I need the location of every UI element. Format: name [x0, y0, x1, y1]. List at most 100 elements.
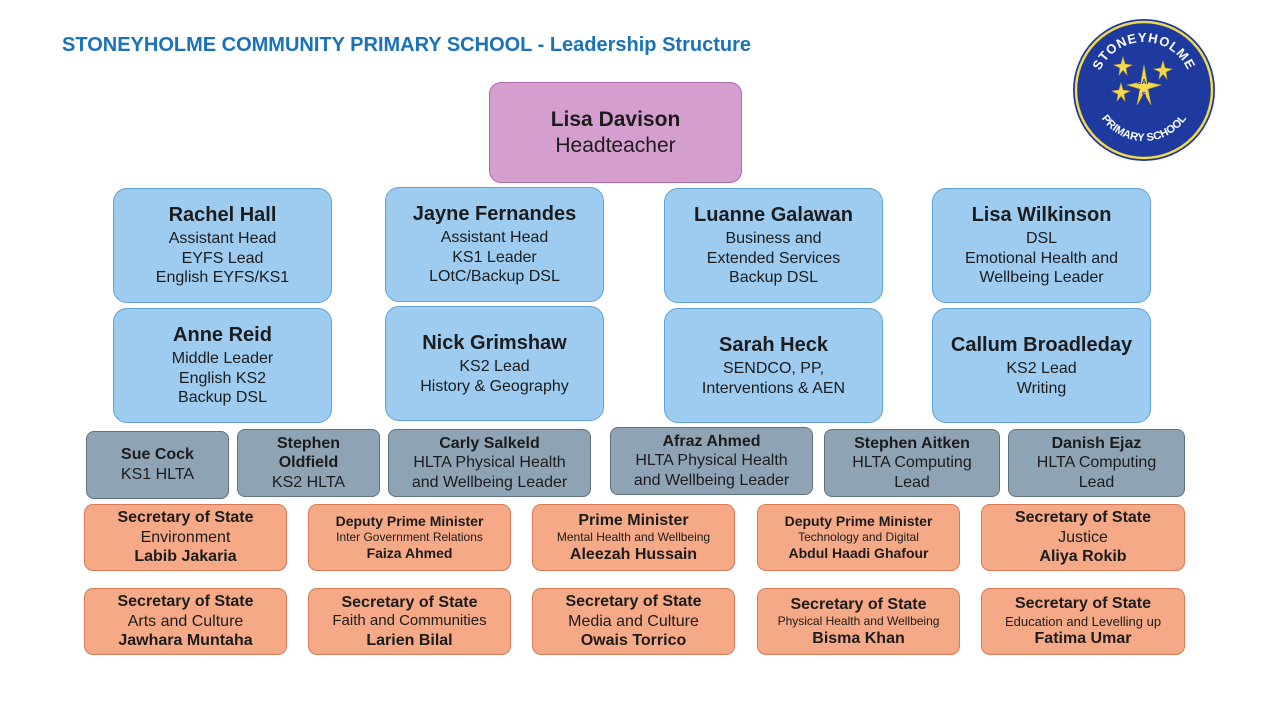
leader-role-line: History & Geography: [420, 377, 569, 395]
leader-role-line: English EYFS/KS1: [155, 269, 290, 287]
leader-role-line: Business and: [725, 230, 822, 248]
cabinet-title: Prime Minister: [578, 511, 689, 529]
leader-name: Rachel Hall: [168, 204, 277, 227]
headteacher-name: Lisa Davison: [550, 107, 681, 131]
leader-name: Lisa Wilkinson: [971, 204, 1112, 227]
leader-role-line: English KS2: [178, 369, 267, 387]
hlta-role: KS2 HLTA: [271, 473, 346, 491]
cabinet-dept: Physical Health and Wellbeing: [777, 614, 940, 629]
cabinet-card: Secretary of State Environment Labib Jak…: [84, 504, 287, 571]
cabinet-card: Secretary of State Arts and Culture Jawh…: [84, 588, 287, 655]
cabinet-person: Jawhara Muntaha: [118, 632, 253, 650]
hlta-role: and Wellbeing Leader: [411, 473, 568, 491]
cabinet-person: Larien Bilal: [366, 631, 453, 649]
school-logo: STONEYHOLME PRIMARY SCHOOL SAP S: [1073, 19, 1215, 161]
hlta-card: Sue Cock KS1 HLTA: [86, 431, 229, 499]
headteacher-card: Lisa Davison Headteacher: [489, 82, 742, 183]
cabinet-title: Deputy Prime Minister: [335, 513, 484, 530]
cabinet-person: Faiza Ahmed: [366, 544, 453, 561]
cabinet-title: Secretary of State: [117, 509, 254, 527]
cabinet-person: Aliya Rokib: [1039, 548, 1127, 566]
leader-role-line: Writing: [1016, 379, 1067, 397]
hlta-role: HLTA Computing: [1036, 454, 1157, 472]
hlta-name: Danish Ejaz: [1051, 434, 1142, 452]
cabinet-dept: Environment: [140, 528, 231, 546]
hlta-name: Sue Cock: [121, 446, 194, 464]
hlta-role: Lead: [894, 473, 930, 491]
cabinet-person: Abdul Haadi Ghafour: [788, 544, 929, 561]
hlta-role: Lead: [1078, 473, 1115, 491]
cabinet-title: Secretary of State: [117, 593, 254, 611]
leader-card: Jayne Fernandes Assistant Head KS1 Leade…: [385, 187, 604, 302]
leader-role-line: Extended Services: [706, 249, 841, 267]
star-icon: [1111, 81, 1131, 103]
cabinet-card: Secretary of State Media and Culture Owa…: [532, 588, 735, 655]
hlta-name: Carly Salkeld: [439, 434, 540, 452]
cabinet-person: Fatima Umar: [1034, 630, 1132, 648]
hlta-name: Oldfield: [278, 454, 339, 472]
star-icon: [1125, 64, 1163, 106]
cabinet-title: Secretary of State: [341, 593, 478, 611]
cabinet-card: Deputy Prime Minister Technology and Dig…: [757, 504, 960, 571]
cabinet-card: Prime Minister Mental Health and Wellbei…: [532, 504, 735, 571]
cabinet-title: Secretary of State: [1014, 595, 1152, 613]
cabinet-card: Secretary of State Justice Aliya Rokib: [981, 504, 1185, 571]
leader-card: Nick Grimshaw KS2 Lead History & Geograp…: [385, 306, 604, 421]
cabinet-dept: Mental Health and Wellbeing: [556, 530, 711, 545]
cabinet-person: Labib Jakaria: [134, 548, 237, 566]
hlta-role: HLTA Physical Health: [413, 454, 566, 472]
leader-card: Rachel Hall Assistant Head EYFS Lead Eng…: [113, 188, 332, 303]
leader-role-line: SENDCO, PP,: [722, 360, 825, 378]
cabinet-dept: Arts and Culture: [127, 612, 244, 630]
cabinet-title: Secretary of State: [1014, 509, 1152, 527]
page-title: STONEYHOLME COMMUNITY PRIMARY SCHOOL - L…: [62, 34, 751, 56]
logo-initials-2: S: [1142, 92, 1147, 99]
cabinet-dept: Faith and Communities: [332, 612, 487, 630]
leader-role-line: Assistant Head: [168, 230, 277, 248]
leader-role-line: KS2 Lead: [459, 358, 530, 376]
leader-role-line: Assistant Head: [440, 229, 549, 247]
cabinet-dept: Education and Levelling up: [1004, 613, 1162, 629]
leader-role-line: Middle Leader: [171, 350, 274, 368]
leader-card: Sarah Heck SENDCO, PP, Interventions & A…: [664, 308, 883, 423]
leader-card: Anne Reid Middle Leader English KS2 Back…: [113, 308, 332, 423]
hlta-card: Danish Ejaz HLTA Computing Lead: [1008, 429, 1185, 497]
cabinet-person: Aleezah Hussain: [569, 545, 698, 563]
cabinet-dept: Inter Government Relations: [336, 530, 483, 545]
leader-role-line: KS1 Leader: [452, 248, 537, 266]
cabinet-title: Secretary of State: [790, 595, 927, 613]
hlta-name: Afraz Ahmed: [662, 432, 761, 450]
hlta-card: Carly Salkeld HLTA Physical Health and W…: [388, 429, 591, 497]
leader-name: Luanne Galawan: [694, 204, 853, 227]
hlta-name: Stephen Aitken: [854, 434, 970, 452]
hlta-name: Stephen: [276, 434, 341, 452]
logo-initials-1: SAP: [1137, 79, 1152, 86]
cabinet-card: Deputy Prime Minister Inter Government R…: [308, 504, 511, 571]
leader-name: Nick Grimshaw: [422, 331, 567, 354]
cabinet-card: Secretary of State Faith and Communities…: [308, 588, 511, 655]
cabinet-title: Deputy Prime Minister: [784, 513, 933, 530]
cabinet-card: Secretary of State Education and Levelli…: [981, 588, 1185, 655]
leader-role-line: LOtC/Backup DSL: [429, 268, 560, 286]
leader-name: Sarah Heck: [719, 333, 828, 356]
cabinet-title: Secretary of State: [565, 593, 702, 611]
leader-role-line: EYFS Lead: [181, 249, 264, 267]
leader-role-line: DSL: [1025, 230, 1058, 248]
leader-role-line: KS2 Lead: [1006, 360, 1077, 378]
hlta-role: HLTA Physical Health: [635, 452, 788, 470]
headteacher-role: Headteacher: [555, 133, 676, 157]
leader-name: Anne Reid: [173, 324, 272, 347]
hlta-card: Stephen Oldfield KS2 HLTA: [237, 429, 380, 497]
hlta-role: HLTA Computing: [852, 454, 972, 472]
cabinet-dept: Justice: [1058, 528, 1108, 546]
leader-card: Luanne Galawan Business and Extended Ser…: [664, 188, 883, 303]
cabinet-person: Bisma Khan: [812, 629, 905, 647]
leader-role-line: Wellbeing Leader: [979, 269, 1104, 287]
cabinet-card: Secretary of State Physical Health and W…: [757, 588, 960, 655]
cabinet-person: Owais Torrico: [580, 632, 687, 650]
cabinet-dept: Media and Culture: [568, 612, 699, 630]
cabinet-dept: Technology and Digital: [798, 530, 919, 545]
hlta-card: Stephen Aitken HLTA Computing Lead: [824, 429, 1000, 497]
leader-role-line: Interventions & AEN: [701, 379, 846, 397]
leader-role-line: Emotional Health and: [965, 249, 1118, 267]
